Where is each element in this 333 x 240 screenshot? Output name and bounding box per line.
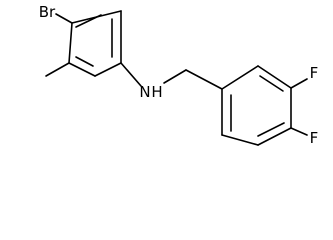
fluorine-3-label: F <box>310 64 319 82</box>
ring-b-double-bond <box>259 75 284 92</box>
ring-a-double-bond <box>75 56 94 67</box>
bromine-bond <box>55 13 73 24</box>
aryl-nitrogen-bond <box>120 62 142 87</box>
bromine-label: Br <box>39 3 56 21</box>
fluorine-4-label: F <box>310 129 319 147</box>
methyl-bond <box>45 62 70 77</box>
nitrogen-methylene-bond <box>163 69 187 84</box>
ring-b-double-bond <box>257 122 285 137</box>
nitrogen-hydrogen-label: H <box>151 83 162 101</box>
ring-a-bond <box>68 22 73 64</box>
fluorine-4-bond <box>290 127 308 136</box>
fluorine-3-bond <box>290 78 308 89</box>
ring-b-bond <box>221 134 259 146</box>
ring-a-bond <box>68 62 96 77</box>
ring-a-bond <box>94 62 122 77</box>
ring-b-bond <box>257 65 292 89</box>
nitrogen-label: N <box>139 83 150 101</box>
ring-b-bond <box>257 127 292 146</box>
bromo-methyl-phenyl-ring <box>68 10 122 77</box>
difluorophenyl-ring <box>221 65 292 146</box>
ring-b-bond <box>221 65 259 90</box>
molecule-structure: Br N H F F <box>39 3 319 147</box>
ring-a-double-bond <box>75 14 102 28</box>
methylene-aryl-bond <box>185 69 223 90</box>
